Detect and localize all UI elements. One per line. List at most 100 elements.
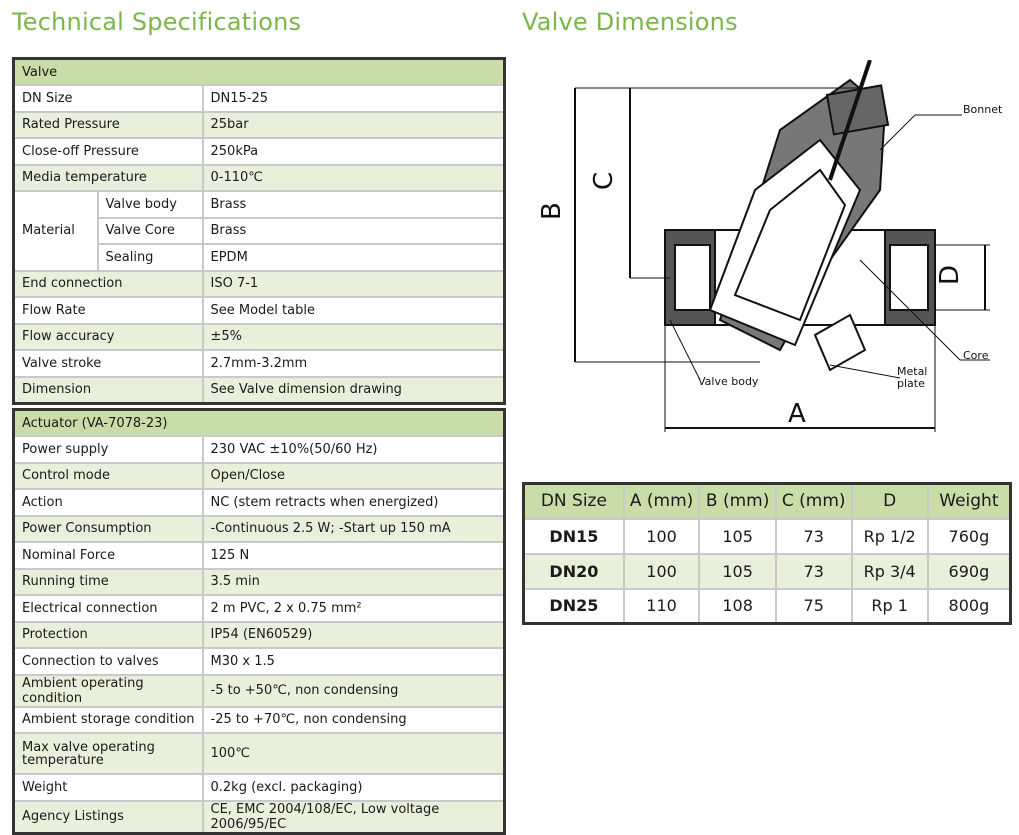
spec-label: Control mode	[12, 461, 204, 490]
spec-value: 250kPa	[201, 137, 506, 166]
spec-label: Ambient storage condition	[12, 705, 204, 734]
spec-label: Max valve operating temperature	[12, 732, 204, 775]
spec-label: Ambient operating condition	[12, 673, 204, 708]
table-cell: 105	[698, 552, 777, 590]
dimensions-title: Valve Dimensions	[522, 8, 738, 36]
column-header: Weight	[926, 482, 1012, 520]
table-cell: DN20	[522, 552, 625, 590]
spec-label: Electrical connection	[12, 594, 204, 623]
table-cell: Rp 1/2	[850, 517, 929, 555]
spec-value: -5 to +50℃, non condensing	[201, 673, 506, 708]
dimension-a-label: A	[788, 399, 806, 429]
valve-section-header: Valve	[12, 57, 506, 86]
table-cell: 73	[774, 552, 853, 590]
table-cell: 100	[622, 517, 701, 555]
spec-label: Close-off Pressure	[12, 137, 204, 166]
table-cell: 75	[774, 587, 853, 625]
spec-value: IP54 (EN60529)	[201, 620, 506, 649]
spec-label: Nominal Force	[12, 541, 204, 570]
spec-value: ±5%	[201, 322, 506, 351]
spec-label: Material	[12, 190, 99, 272]
spec-value: Open/Close	[201, 461, 506, 490]
spec-value: Brass	[201, 190, 506, 219]
spec-value: DN15-25	[201, 84, 506, 113]
table-cell: 800g	[926, 587, 1012, 625]
spec-value: EPDM	[201, 243, 506, 272]
spec-value: -Continuous 2.5 W; -Start up 150 mA	[201, 514, 506, 543]
spec-label: Dimension	[12, 375, 204, 404]
table-cell: 105	[698, 517, 777, 555]
table-cell: Rp 1	[850, 587, 929, 625]
spec-label: DN Size	[12, 84, 204, 113]
column-header: DN Size	[522, 482, 625, 520]
spec-value: -25 to +70℃, non condensing	[201, 705, 506, 734]
core-label: Core	[963, 349, 989, 362]
spec-label: Connection to valves	[12, 647, 204, 676]
spec-value: Brass	[201, 216, 506, 245]
dimension-d-label: D	[935, 265, 965, 285]
spec-label: Valve stroke	[12, 349, 204, 378]
table-cell: 690g	[926, 552, 1012, 590]
spec-value: ISO 7-1	[201, 269, 506, 298]
spec-label: Weight	[12, 773, 204, 802]
actuator-section-header: Actuator (VA-7078-23)	[12, 408, 506, 437]
dimension-b-label: B	[537, 202, 567, 220]
spec-label: Protection	[12, 620, 204, 649]
table-cell: 100	[622, 552, 701, 590]
spec-sublabel: Valve body	[96, 190, 204, 219]
spec-label: Running time	[12, 567, 204, 596]
spec-value: 0.2kg (excl. packaging)	[201, 773, 506, 802]
metal-plate-label-2: plate	[897, 377, 925, 390]
spec-value: 3.5 min	[201, 567, 506, 596]
spec-value: NC (stem retracts when energized)	[201, 488, 506, 517]
valve-body-label: Valve body	[698, 375, 759, 388]
column-header: A (mm)	[622, 482, 701, 520]
table-cell: Rp 3/4	[850, 552, 929, 590]
spec-value: CE, EMC 2004/108/EC, Low voltage 2006/95…	[201, 799, 506, 834]
spec-value: 25bar	[201, 110, 506, 139]
table-cell: 760g	[926, 517, 1012, 555]
bonnet-label: Bonnet	[963, 103, 1003, 116]
spec-label: Power Consumption	[12, 514, 204, 543]
spec-value: See Model table	[201, 296, 506, 325]
spec-label: End connection	[12, 269, 204, 298]
spec-value: M30 x 1.5	[201, 647, 506, 676]
dimension-c-label: C	[589, 172, 619, 190]
table-cell: DN15	[522, 517, 625, 555]
spec-value: 125 N	[201, 541, 506, 570]
spec-label: Rated Pressure	[12, 110, 204, 139]
table-row: Ambient operating condition -5 to +50℃, …	[12, 673, 506, 708]
column-header: D	[850, 482, 929, 520]
spec-label: Flow accuracy	[12, 322, 204, 351]
table-cell: DN25	[522, 587, 625, 625]
spec-label: Power supply	[12, 435, 204, 464]
section-title: Actuator (VA-7078-23)	[12, 408, 506, 437]
table-cell: 110	[622, 587, 701, 625]
spec-value: 2 m PVC, 2 x 0.75 mm²	[201, 594, 506, 623]
table-cell: 108	[698, 587, 777, 625]
column-header: C (mm)	[774, 482, 853, 520]
